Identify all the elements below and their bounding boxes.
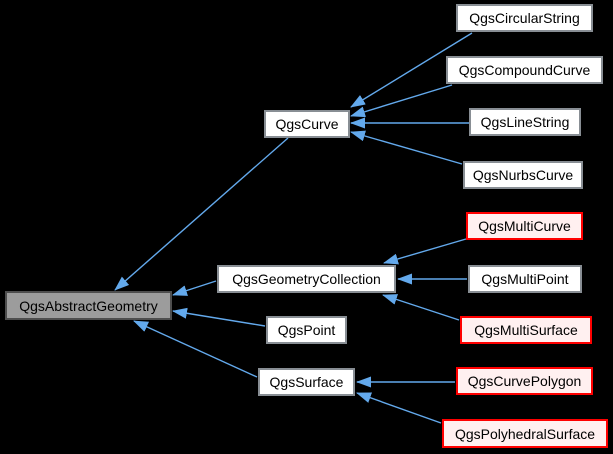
node-qgsnurbscurve[interactable]: QgsNurbsCurve — [463, 161, 583, 189]
edge-qgsmulticurve-to-qgsgeometrycollection — [383, 238, 467, 265]
node-qgscurve[interactable]: QgsCurve — [264, 110, 350, 138]
node-qgslinestring[interactable]: QgsLineString — [469, 108, 581, 136]
edge-qgsnurbscurve-to-qgscurve — [350, 130, 463, 165]
node-qgssurface[interactable]: QgsSurface — [258, 368, 355, 396]
edge-qgscompoundcurve-to-qgscurve — [350, 84, 453, 118]
node-qgsmultisurface[interactable]: QgsMultiSurface — [460, 316, 592, 344]
edge-qgscircularstring-to-qgscurve — [350, 32, 473, 108]
node-qgsabstractgeometry[interactable]: QgsAbstractGeometry — [5, 291, 172, 320]
edge-qgsmultisurface-to-qgsgeometrycollection — [382, 294, 460, 321]
edge-qgsgeometrycollection-to-qgsabstractgeometry — [172, 280, 217, 296]
node-qgsmultipoint[interactable]: QgsMultiPoint — [468, 265, 582, 293]
node-qgscompoundcurve[interactable]: QgsCompoundCurve — [446, 56, 603, 84]
edge-qgscurve-to-qgsabstractgeometry — [114, 137, 289, 291]
node-qgspoint[interactable]: QgsPoint — [266, 316, 347, 344]
node-qgscurvepolygon[interactable]: QgsCurvePolygon — [456, 367, 593, 395]
edge-qgspolyhedralsurface-to-qgssurface — [356, 392, 442, 424]
edge-qgspoint-to-qgsabstractgeometry — [172, 307, 266, 327]
node-qgsgeometrycollection[interactable]: QgsGeometryCollection — [217, 265, 396, 293]
node-qgscircularstring[interactable]: QgsCircularString — [456, 4, 593, 32]
node-qgspolyhedralsurface[interactable]: QgsPolyhedralSurface — [442, 419, 608, 448]
edge-qgssurface-to-qgsabstractgeometry — [133, 320, 258, 378]
node-qgsmulticurve[interactable]: QgsMultiCurve — [466, 212, 583, 240]
